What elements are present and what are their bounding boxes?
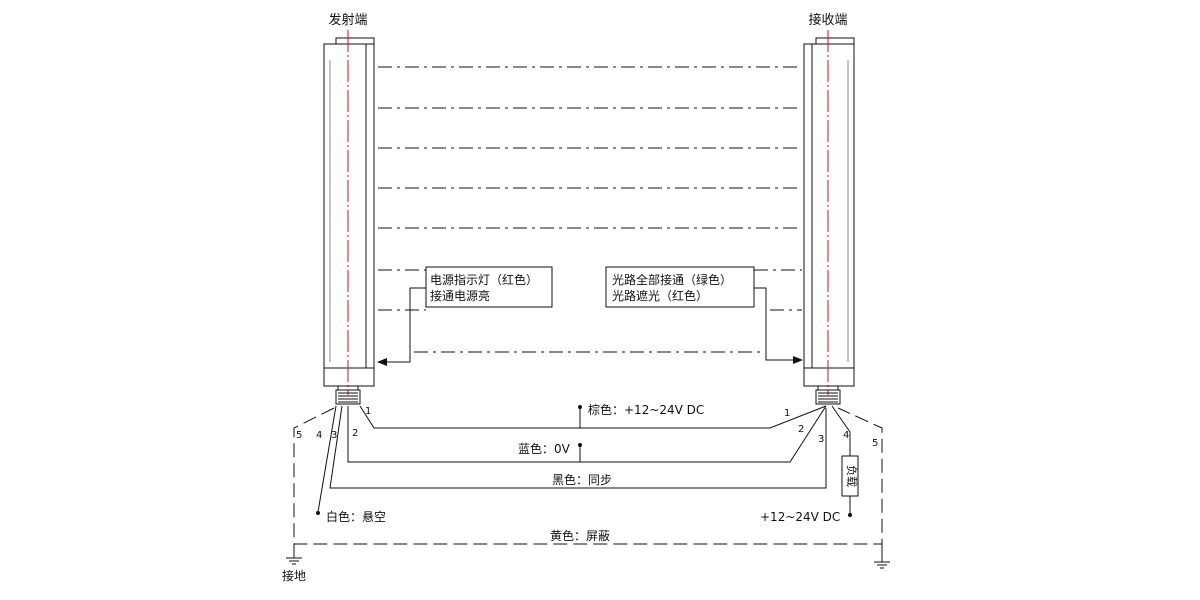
receiver-pin-1: 1 [784,408,790,419]
ground-symbol-right [874,561,890,569]
emitter-pin-1: 1 [365,406,371,417]
receiver-unit [803,37,855,387]
receiver-pin-2: 2 [798,424,804,435]
label-blue: 蓝色：0V [518,442,571,456]
wire-white [317,405,337,513]
white-terminal [316,511,320,515]
wire-black [329,405,827,489]
receiver-title: 接收端 [808,12,847,28]
label-yellow: 黄色：屏蔽 [550,529,610,543]
label-white: 白色：悬空 [326,509,386,524]
wire-blue [347,405,827,463]
receiver-pin-5: 5 [872,438,878,449]
label-load: 负载 [845,465,859,487]
receiver-note-line2: 光路遮光（红色） [612,288,708,303]
receiver-pin-4: 4 [843,430,849,441]
emitter-note-box [425,266,553,308]
label-ground: 接地 [282,568,306,583]
brown-tap-terminal [578,405,582,409]
emitter-pin-3: 3 [331,430,337,441]
emitter-pin-5: 5 [296,430,302,441]
emitter-unit [323,37,375,387]
emitter-pin-2: 2 [352,428,358,439]
emitter-note-line1: 电源指示灯（红色） [430,272,538,287]
blue-tap-terminal [578,443,582,447]
wiring [286,405,890,569]
emitter-connector [335,385,361,405]
label-supply: +12~24V DC [760,510,840,524]
emitter-note-line2: 接通电源亮 [430,288,490,303]
emitter-indicator-leader [377,287,426,366]
receiver-note-box [605,266,755,308]
receiver-note-line1: 光路全部接通（绿色） [612,272,732,287]
supply-terminal [848,513,852,517]
label-brown: 棕色：+12~24V DC [588,402,704,417]
label-black: 黑色：同步 [552,473,612,487]
receiver-pin-3: 3 [818,434,824,445]
light-beams [378,66,802,353]
ground-symbol-left [286,557,302,565]
emitter-pin-4: 4 [316,430,322,441]
wire-yellow-shield [293,407,883,545]
wire-receiver-4 [831,405,851,456]
receiver-connector [815,385,841,405]
emitter-title: 发射端 [328,12,367,28]
receiver-indicator-leader [754,287,803,364]
wire-brown [359,405,827,429]
